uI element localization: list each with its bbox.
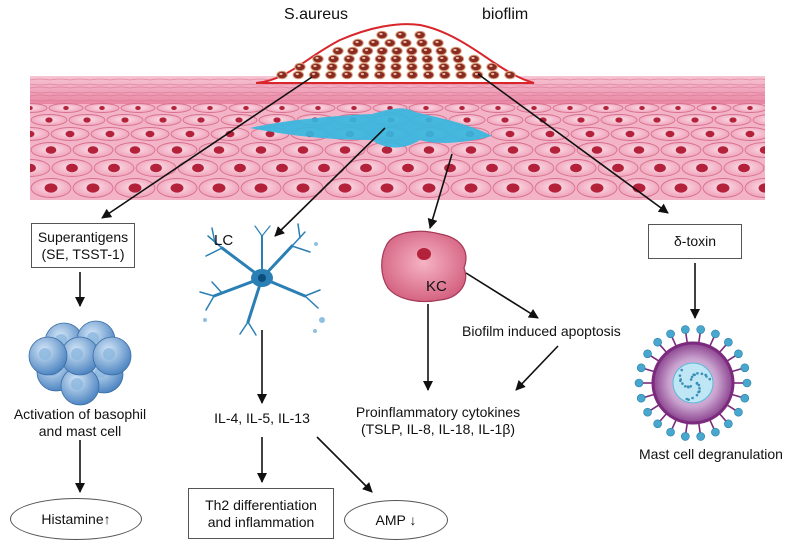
cytokines-line1: Proinflammatory cytokines	[355, 404, 521, 420]
amp-text: AMP ↓	[375, 512, 417, 528]
arrow-apoptosis-to-cytokines	[515, 345, 559, 391]
delta-toxin-box: δ-toxin	[648, 224, 742, 259]
delta-toxin-text: δ-toxin	[673, 233, 717, 249]
biofilm-label: bioflim	[482, 6, 529, 23]
arrow-bacteria-to-superantigens	[101, 76, 313, 219]
basophil-line1: Activation of basophil	[13, 406, 147, 422]
kc-label: KC	[426, 278, 447, 295]
apoptosis-label: Biofilm induced apoptosis	[462, 323, 621, 339]
basophil-cluster	[28, 320, 132, 406]
mast-cell	[634, 325, 752, 441]
s-aureus-bacteria	[276, 30, 516, 80]
keratinocyte-cell	[381, 230, 467, 303]
th2-line1: Th2 differentiation	[205, 496, 317, 513]
amp-oval: AMP ↓	[344, 500, 448, 540]
basophil-line2: and mast cell	[38, 423, 122, 439]
histamine-oval: Histamine↑	[10, 498, 142, 540]
th2-box: Th2 differentiation and inflammation	[188, 488, 334, 539]
s-aureus-label: S.aureus	[284, 6, 349, 23]
arrow-bacteria-to-delta-toxin	[477, 73, 669, 214]
arrow-kc-to-apoptosis	[465, 272, 539, 319]
histamine-text: Histamine↑	[41, 511, 111, 527]
th2-line2: and inflammation	[207, 513, 315, 530]
arrow-skin-to-lc	[274, 127, 386, 237]
superantigens-box: Superantigens (SE, TSST-1)	[31, 223, 135, 268]
pathway-arrows	[75, 73, 700, 493]
basophil-activation-label: Activation of basophil and mast cell	[0, 406, 160, 440]
cytokines-line2: (TSLP, IL-8, IL-18, IL-1β)	[360, 421, 516, 437]
interleukins-label: IL-4, IL-5, IL-13	[214, 410, 310, 426]
superantigens-line2: (SE, TSST-1)	[41, 245, 125, 262]
langerhans-cell	[199, 223, 325, 336]
mast-degranulation-label: Mast cell degranulation	[639, 446, 783, 462]
cytokines-label: Proinflammatory cytokines (TSLP, IL-8, I…	[348, 404, 528, 438]
superantigens-line1: Superantigens	[37, 228, 129, 245]
interstitial-fluid	[250, 108, 492, 148]
arrow-skin-to-kc	[427, 153, 453, 229]
lc-label: LC	[214, 232, 234, 249]
arrow-interleukins-to-amp	[316, 436, 373, 493]
skin-tissue	[0, 76, 794, 212]
